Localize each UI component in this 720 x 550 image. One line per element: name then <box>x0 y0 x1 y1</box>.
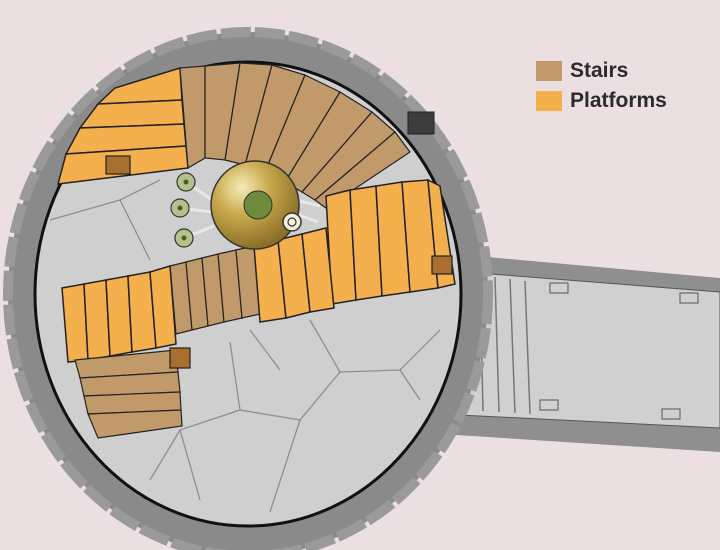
stairs-middle-diagonal <box>169 245 261 335</box>
stairs-swatch-icon <box>536 61 562 81</box>
crates <box>105 155 453 369</box>
legend-item-platforms: Platforms <box>536 88 667 114</box>
central-dome-mechanism <box>170 160 321 250</box>
legend-item-stairs: Stairs <box>536 58 667 84</box>
dome-port <box>282 212 302 232</box>
platform-middle <box>253 227 335 323</box>
stairs-bottom-left <box>74 349 183 439</box>
platform-left <box>61 265 177 363</box>
platform-right <box>325 178 456 305</box>
corridor-posts <box>539 282 699 420</box>
map-legend: Stairs Platforms <box>536 58 667 114</box>
legend-label-platforms: Platforms <box>570 89 667 112</box>
dark-block <box>407 111 435 135</box>
platforms-swatch-icon <box>536 91 562 111</box>
dome-center <box>243 190 273 220</box>
legend-label-stairs: Stairs <box>570 59 629 82</box>
stairs-curved-top <box>179 62 411 209</box>
floor-cracks <box>49 179 441 513</box>
